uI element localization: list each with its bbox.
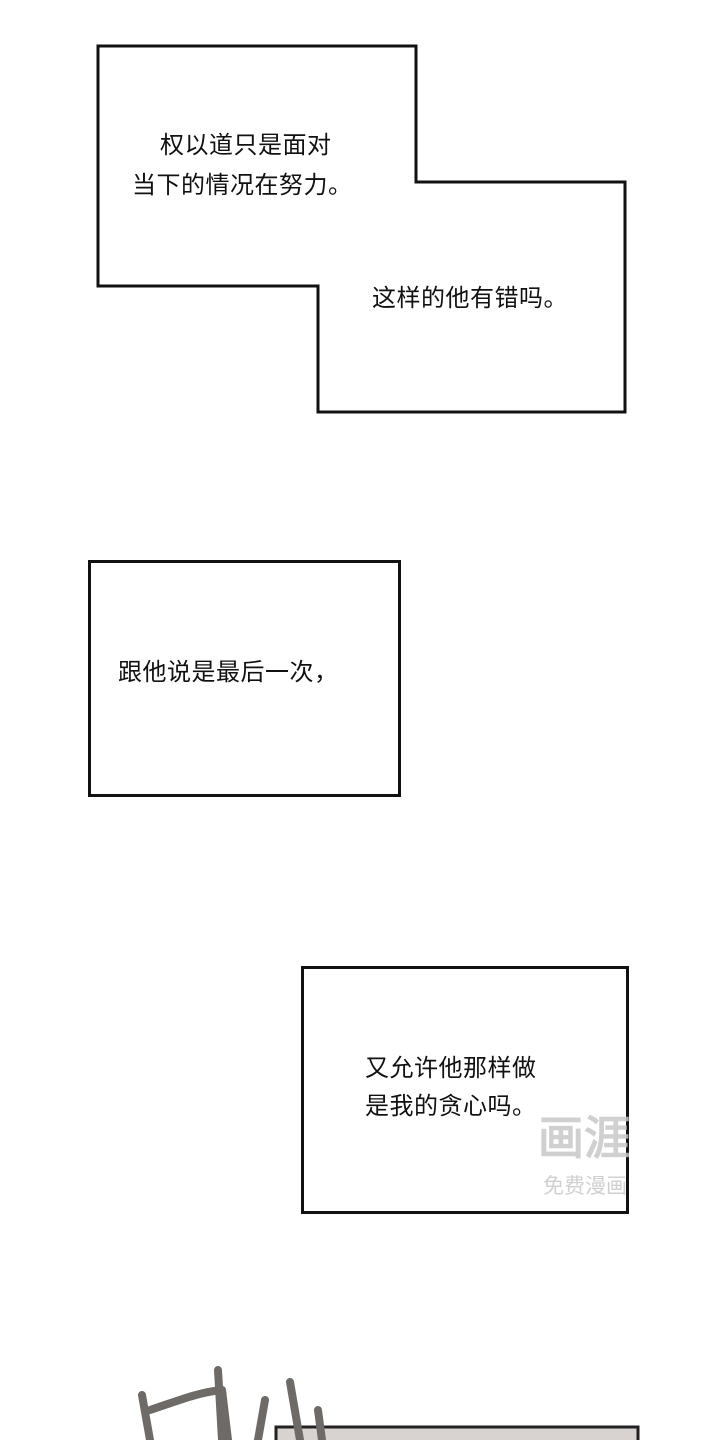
next-panel-top [274, 1425, 640, 1440]
panel-1-line-1: 权以道只是面对 [160, 131, 332, 159]
sound-effect-lettering [138, 1366, 326, 1440]
panel-1-line-2: 当下的情况在努力。 [132, 171, 353, 199]
panel-1-secondary-line: 这样的他有错吗。 [372, 284, 568, 312]
panel-2-line-1: 跟他说是最后一次， [118, 658, 339, 686]
panel-2-frame [88, 560, 401, 797]
panel-3-frame [301, 966, 629, 1214]
watermark-logo: 画涯 [538, 1111, 630, 1165]
panel-3-line-1: 又允许他那样做 [365, 1054, 537, 1082]
watermark-text: 免费漫画 [543, 1174, 627, 1198]
panel-3-line-2: 是我的贪心吗。 [365, 1092, 537, 1120]
